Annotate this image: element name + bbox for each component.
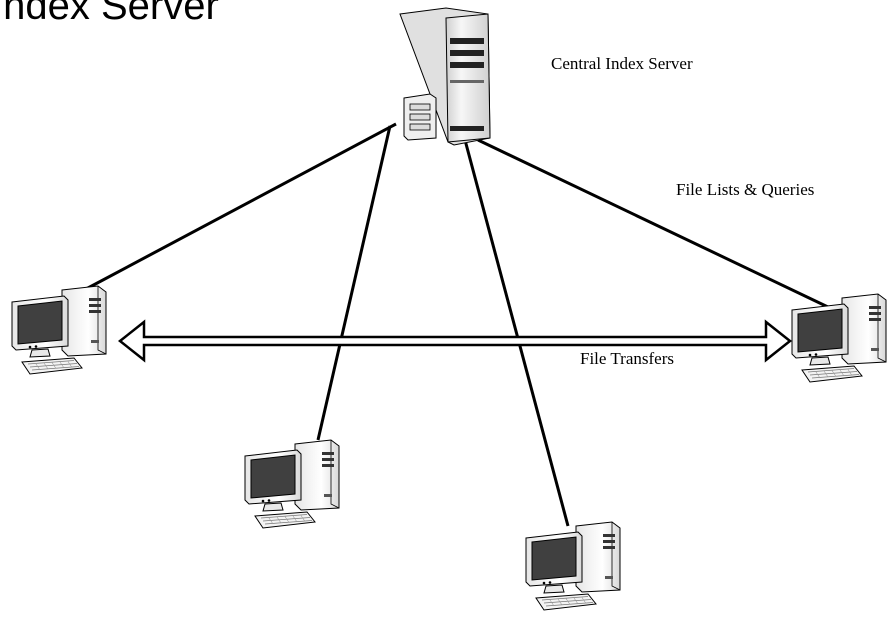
workstation-bottom-left-icon [244, 439, 340, 529]
file-transfers-label: File Transfers [580, 349, 674, 368]
workstation-right-icon [791, 293, 887, 383]
workstation-bottom-right-icon [525, 521, 621, 611]
slide-title: Index Server [0, 0, 219, 28]
central-index-server-label: Central Index Server [551, 54, 693, 73]
link-server-pc-bottom-right [463, 139, 570, 527]
server-icon [399, 7, 491, 146]
link-server-pc-right [477, 138, 829, 309]
workstation-left-icon [11, 285, 107, 375]
file-transfer-arrow [117, 319, 793, 363]
file-lists-queries-label: File Lists & Queries [676, 180, 815, 199]
query-links [85, 122, 829, 527]
link-server-pc-left [85, 122, 397, 291]
link-server-pc-bottom-left [316, 125, 392, 441]
